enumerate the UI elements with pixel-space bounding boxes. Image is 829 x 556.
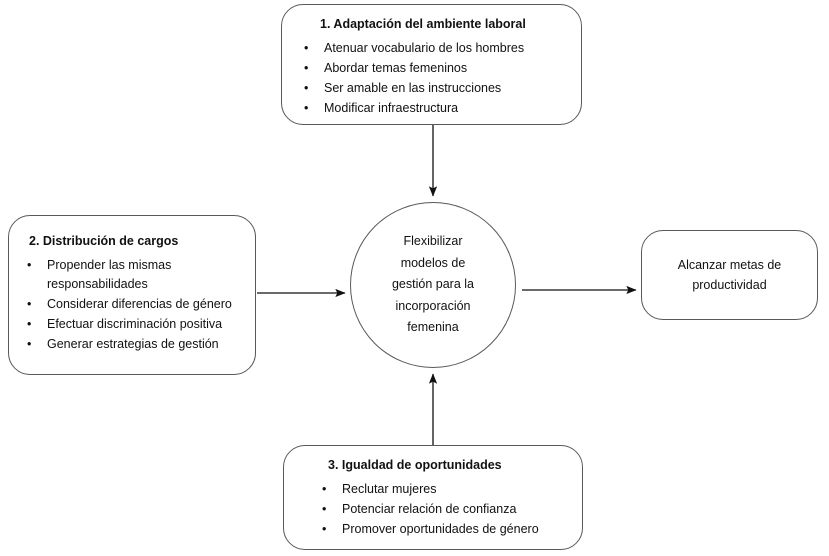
node-meta-line: Alcanzar metas de xyxy=(677,258,782,272)
node-meta-line: productividad xyxy=(692,278,767,292)
bullet-icon: • xyxy=(27,316,32,331)
node-alcanzar-metas-productividad[interactable]: Alcanzar metas de productividad xyxy=(641,230,818,320)
bullet-icon: • xyxy=(304,100,309,115)
list-item-label: Atenuar vocabulario de los hombres xyxy=(324,40,525,55)
node-adaptacion-ambiente-laboral[interactable]: 1. Adaptación del ambiente laboral • Aten… xyxy=(281,4,582,125)
list-item: • Considerar diferencias de género xyxy=(21,295,243,314)
bullet-icon: • xyxy=(304,40,309,55)
list-item: • Atenuar vocabulario de los hombres xyxy=(298,39,565,58)
node-distribucion-title: 2. Distribución de cargos xyxy=(29,234,179,248)
bullet-icon: • xyxy=(304,80,309,95)
list-item-label: Propender las mismas responsabilidades xyxy=(47,257,172,291)
list-item-label: Promover oportunidades de género xyxy=(342,521,539,536)
node-central-line: incorporación xyxy=(395,298,471,313)
bullet-icon: • xyxy=(27,296,32,311)
bullet-icon: • xyxy=(322,521,327,536)
node-central-line: gestión para la xyxy=(391,277,474,292)
node-meta-text: Alcanzar metas de productividad xyxy=(642,255,817,295)
list-item: • Abordar temas femeninos xyxy=(298,59,565,78)
node-central-line: Flexibilizar xyxy=(403,234,463,249)
list-item-label: Abordar temas femeninos xyxy=(324,60,468,75)
node-distribucion-bullets: •Propender las mismas responsabilidades … xyxy=(21,256,243,354)
list-item-label: Potenciar relación de confianza xyxy=(342,501,517,516)
list-item: • Ser amable en las instrucciones xyxy=(298,79,565,98)
list-item: • Modificar infraestructura xyxy=(298,99,565,118)
bullet-icon: • xyxy=(27,336,32,351)
node-central-line: modelos de xyxy=(400,255,466,270)
list-item: • Potenciar relación de confianza xyxy=(300,500,566,519)
bullet-icon: • xyxy=(322,481,327,496)
list-item: • Generar estrategias de gestión xyxy=(21,335,243,354)
list-item-label: Modificar infraestructura xyxy=(324,100,459,115)
node-igualdad-title: 3. Igualdad de oportunidades xyxy=(328,458,502,472)
bullet-icon: • xyxy=(304,60,309,75)
list-item-label: Reclutar mujeres xyxy=(342,481,437,496)
list-item-label: Ser amable en las instrucciones xyxy=(324,80,502,95)
list-item-label: Generar estrategias de gestión xyxy=(47,336,219,351)
node-adaptacion-title: 1. Adaptación del ambiente laboral xyxy=(320,17,526,31)
node-central-flexibilizar-modelos[interactable]: Flexibilizar modelos de gestión para la … xyxy=(350,202,516,368)
node-adaptacion-bullets: • Atenuar vocabulario de los hombres • Abo… xyxy=(298,39,565,118)
bullet-icon: • xyxy=(27,257,32,272)
bullet-icon: • xyxy=(322,501,327,516)
node-igualdad-bullets: • Reclutar mujeres • Potenciar relación de… xyxy=(300,480,566,539)
node-central-line: femenina xyxy=(407,320,459,335)
node-central-text: Flexibilizar modelos de gestión para la … xyxy=(373,231,493,339)
list-item-label: Considerar diferencias de género xyxy=(47,296,232,311)
node-distribucion-de-cargos[interactable]: 2. Distribución de cargos • Propender las… xyxy=(8,215,256,375)
list-item: • Promover oportunidades de género xyxy=(300,520,566,539)
list-item: • Reclutar mujeres xyxy=(300,480,566,499)
list-item: • Propender las mismas responsabilidades xyxy=(21,256,243,294)
list-item-label: Efectuar discriminación positiva xyxy=(47,316,223,331)
node-igualdad-de-oportunidades[interactable]: 3. Igualdad de oportunidades • Reclutar m… xyxy=(283,445,583,550)
list-item: • Efectuar discriminación positiva xyxy=(21,315,243,334)
